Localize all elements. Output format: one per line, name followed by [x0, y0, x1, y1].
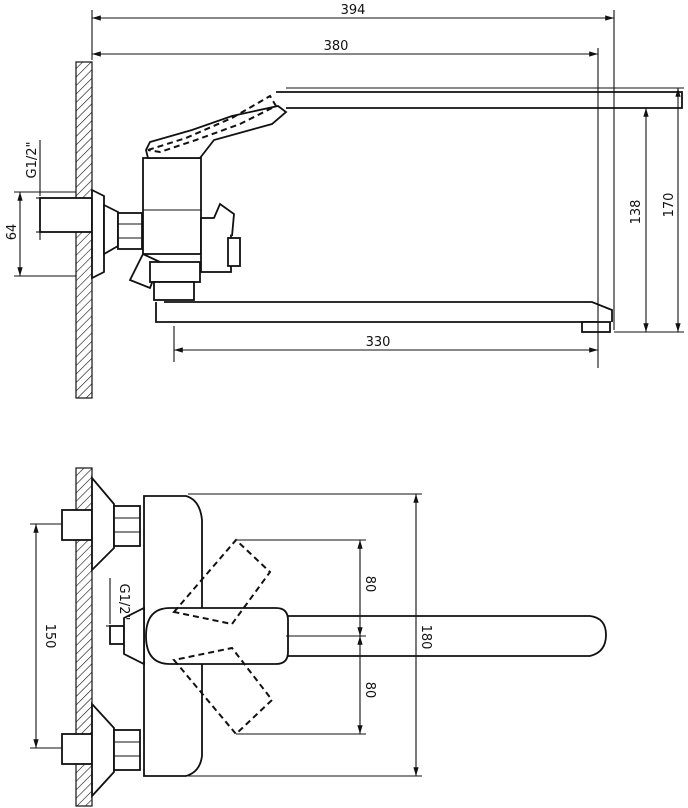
eccentric-connector-upper — [61, 475, 141, 573]
wall-hatch-bottom — [75, 467, 93, 807]
eccentric-connector-side — [39, 188, 143, 280]
dim-thread-top: G1/2" — [25, 140, 44, 240]
dim-330: 330 — [173, 326, 598, 362]
dim-394-label: 394 — [341, 3, 366, 18]
handle-swing-lower — [172, 646, 274, 736]
dim-170: 170 — [286, 87, 684, 333]
dim-330-label: 330 — [366, 335, 391, 350]
side-view: 394 380 330 170 138 — [5, 3, 684, 399]
dim-380: 380 — [92, 39, 599, 368]
dim-80-lower-label: 80 — [362, 682, 377, 699]
dim-170-label: 170 — [662, 193, 677, 218]
handle-swing-upper — [172, 538, 272, 626]
dim-150: 150 — [30, 523, 62, 749]
dim-thread-bottom-label: G1/2" — [116, 584, 131, 621]
dim-64: 64 — [5, 191, 76, 277]
spout-front — [288, 615, 607, 657]
dim-138-label: 138 — [629, 200, 644, 225]
dim-138: 138 — [286, 107, 652, 332]
dim-64-label: 64 — [5, 224, 20, 241]
dim-180-label: 180 — [418, 625, 433, 650]
eccentric-connector-lower — [61, 701, 141, 799]
dim-150-label: 150 — [42, 624, 57, 649]
front-view: 150 G1/2" 80 80 180 — [30, 467, 607, 807]
dim-394: 394 — [91, 3, 615, 330]
dim-80-upper-label: 80 — [362, 576, 377, 593]
dim-thread-bottom: G1/2" — [106, 578, 131, 627]
dim-180: 180 — [188, 493, 433, 777]
dim-380-label: 380 — [324, 39, 349, 54]
lever-handle-raised — [147, 94, 278, 154]
dim-80-pair: 80 80 — [236, 539, 377, 735]
lever-front — [145, 607, 289, 665]
mixer-body-side — [128, 157, 241, 301]
dim-thread-top-label: G1/2" — [25, 142, 40, 179]
side-outlet — [109, 606, 145, 666]
